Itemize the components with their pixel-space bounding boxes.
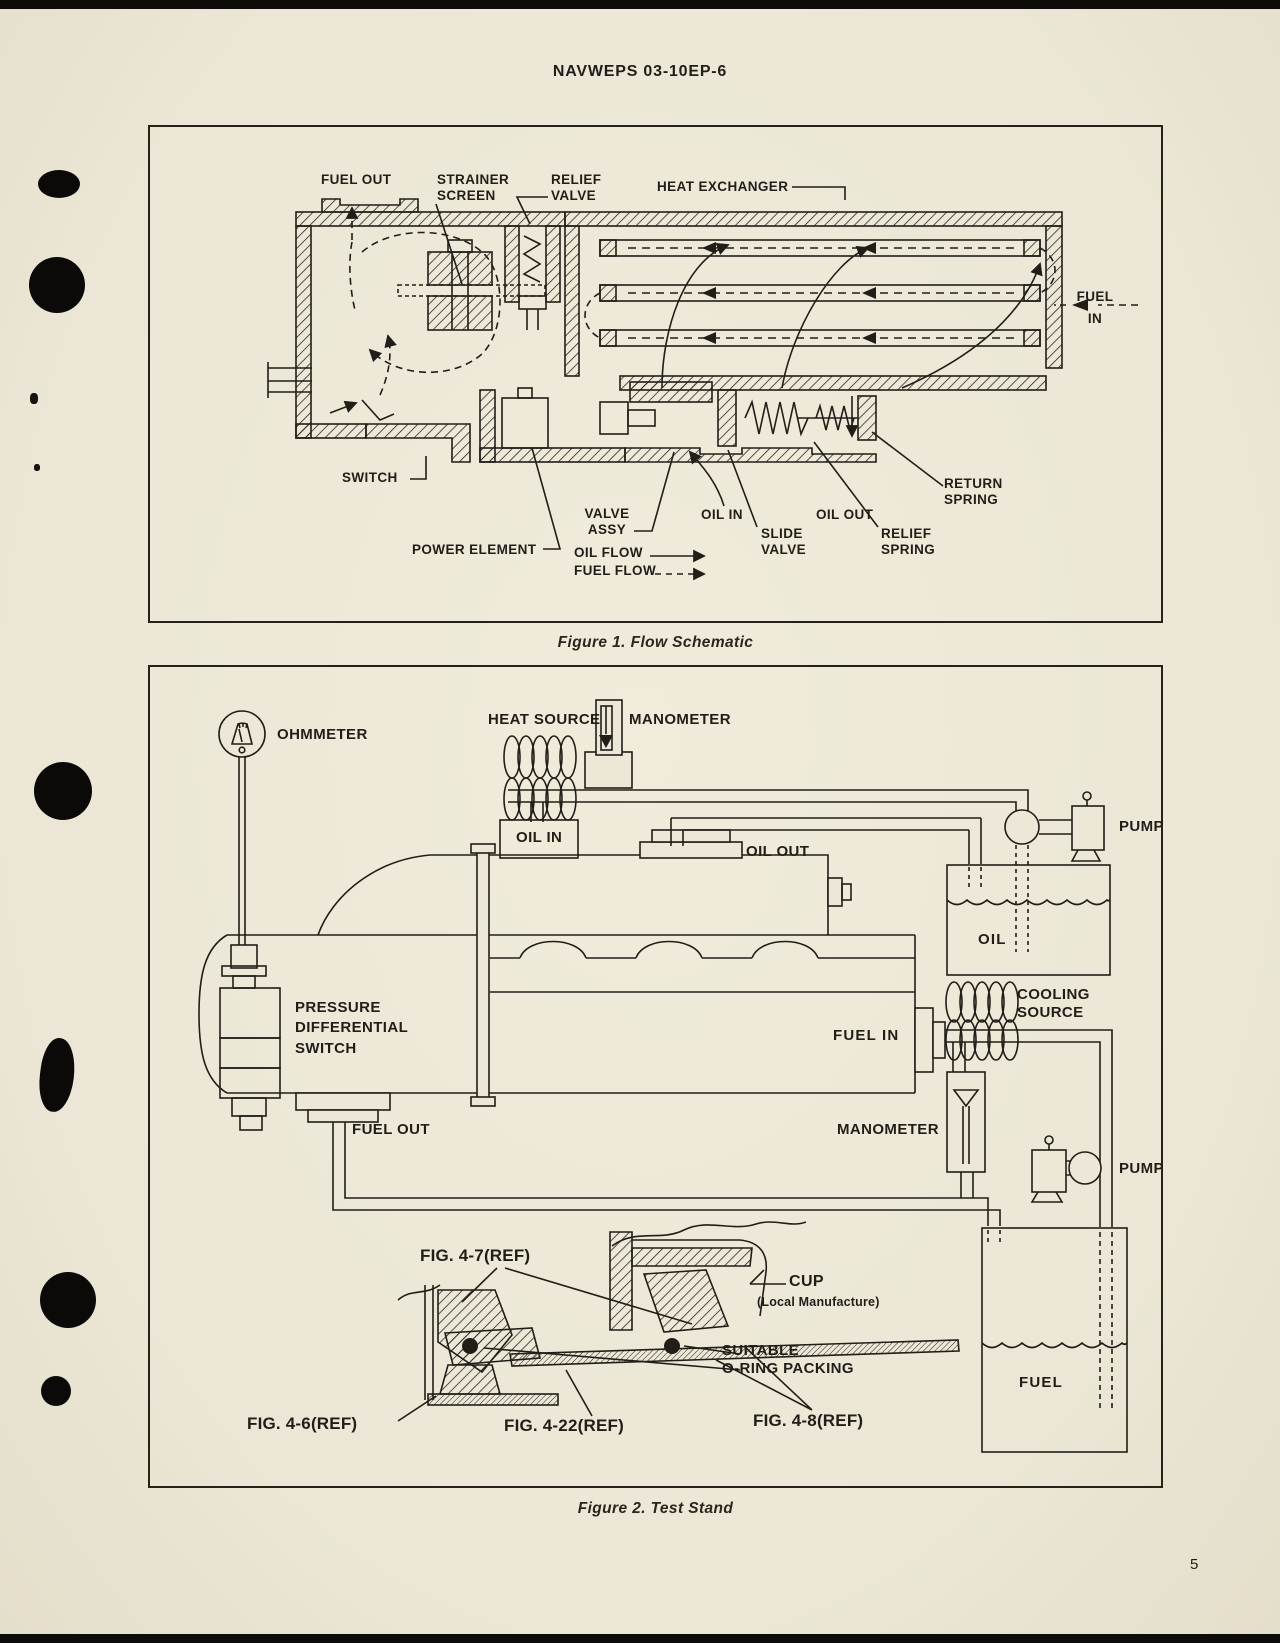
label-fuel-in: FUEL IN	[833, 1027, 900, 1044]
oil-in-box	[499, 819, 579, 859]
inset-detail-drawing	[397, 1221, 960, 1422]
scan-edge-bottom	[0, 1634, 1280, 1643]
figure1-caption: Figure 1. Flow Schematic	[557, 634, 754, 651]
strainer-screen-drawing	[397, 239, 546, 331]
figure2-drawing	[198, 699, 1128, 1453]
punch-hole	[40, 1272, 96, 1328]
label-pump-top: PUMP	[1119, 818, 1164, 835]
o-ring-left	[462, 1338, 478, 1354]
label-fuel-in: FUEL IN	[1076, 289, 1114, 326]
fuel-tank-drawing	[981, 1227, 1128, 1453]
label-oring-packing: SUITABLE O-RING PACKING	[722, 1342, 854, 1378]
figure1-drawing	[267, 186, 1138, 581]
ink-speck	[34, 464, 40, 471]
switch-drawing	[329, 399, 427, 480]
housing-drawing	[267, 198, 566, 463]
label-oil-tank: OIL	[978, 931, 1007, 948]
label-power-element: POWER ELEMENT	[412, 542, 537, 557]
punch-hole	[38, 170, 80, 198]
label-heat-exchanger: HEAT EXCHANGER	[657, 179, 789, 194]
ink-speck	[30, 393, 38, 404]
o-ring-right	[664, 1338, 680, 1354]
scan-edge-top	[0, 0, 1280, 9]
punch-hole	[35, 1036, 79, 1114]
label-fuel-flow: FUEL FLOW	[574, 563, 657, 578]
fuel-in-arrow	[1054, 299, 1138, 311]
punch-hole	[34, 762, 92, 820]
label-ohmmeter: OHMMETER	[277, 726, 368, 743]
oil-flow-paths	[661, 242, 1043, 389]
punch-hole	[29, 257, 85, 313]
page-number: 5	[1190, 1556, 1199, 1573]
label-oil-out: OIL OUT	[746, 843, 810, 860]
figure2-frame	[148, 665, 1163, 1488]
fuel-flow-paths	[345, 206, 501, 396]
label-pressure-differential-switch: PRESSURE DIFFERENTIAL SWITCH	[295, 999, 409, 1057]
label-fig-4-7-ref: FIG. 4-7(REF)	[420, 1246, 531, 1265]
label-oil-in: OIL IN	[516, 829, 563, 846]
pressure-differential-switch-drawing	[219, 944, 281, 1131]
legend-arrows	[650, 549, 706, 581]
label-cup: CUP	[789, 1273, 824, 1290]
label-fig-4-8-ref: FIG. 4-8(REF)	[753, 1411, 864, 1430]
label-return-spring: RETURN SPRING	[944, 476, 1003, 507]
label-fig-4-22-ref: FIG. 4-22(REF)	[504, 1416, 624, 1435]
heat-source-coil-icon	[503, 735, 577, 821]
oil-tank-drawing	[946, 864, 1111, 976]
label-pump-bottom: PUMP	[1119, 1160, 1164, 1177]
valve-assembly-drawing	[479, 381, 877, 507]
label-cup-note: (Local Manufacture)	[757, 1295, 880, 1309]
figure2-caption: Figure 2. Test Stand	[577, 1500, 734, 1517]
label-oil-in: OIL IN	[701, 507, 743, 522]
label-manometer-mid: MANOMETER	[837, 1121, 939, 1138]
oil-pump-icon	[1004, 791, 1105, 862]
fuel-oil-cooler-unit-drawing	[198, 829, 946, 1123]
manometer-mid-icon	[946, 1071, 986, 1173]
label-oil-flow: OIL FLOW	[574, 545, 643, 560]
fuel-pump-icon	[1030, 1135, 1102, 1203]
label-fuel-tank: FUEL	[1019, 1374, 1063, 1391]
figure1-frame	[148, 125, 1163, 623]
label-switch: SWITCH	[342, 470, 398, 485]
leader-lines	[531, 431, 944, 550]
label-manometer-top: MANOMETER	[629, 711, 731, 728]
label-valve-assy: VALVE ASSY	[584, 506, 630, 537]
relief-valve-drawing	[504, 196, 561, 330]
label-fig-4-6-ref: FIG. 4-6(REF)	[247, 1414, 358, 1433]
cooling-source-coil-icon	[945, 981, 1019, 1061]
heat-exchanger-drawing	[435, 186, 1063, 391]
label-cooling-source: COOLING SOURCE	[1017, 986, 1090, 1022]
punch-hole	[41, 1376, 71, 1406]
label-fuel-out: FUEL OUT	[321, 172, 392, 187]
label-slide-valve: SLIDE VALVE	[761, 526, 807, 557]
ohmmeter-icon	[218, 710, 266, 945]
label-relief-valve: RELIEF VALVE	[551, 172, 602, 203]
label-relief-spring: RELIEF SPRING	[881, 526, 936, 557]
label-fuel-out: FUEL OUT	[352, 1121, 430, 1138]
manometer-top-icon	[584, 699, 633, 789]
label-heat-source: HEAT SOURCE	[488, 711, 601, 728]
label-oil-out: OIL OUT	[816, 507, 874, 522]
page-title: NAVWEPS 03-10EP-6	[552, 63, 728, 80]
label-strainer-screen: STRAINER SCREEN	[437, 172, 510, 203]
